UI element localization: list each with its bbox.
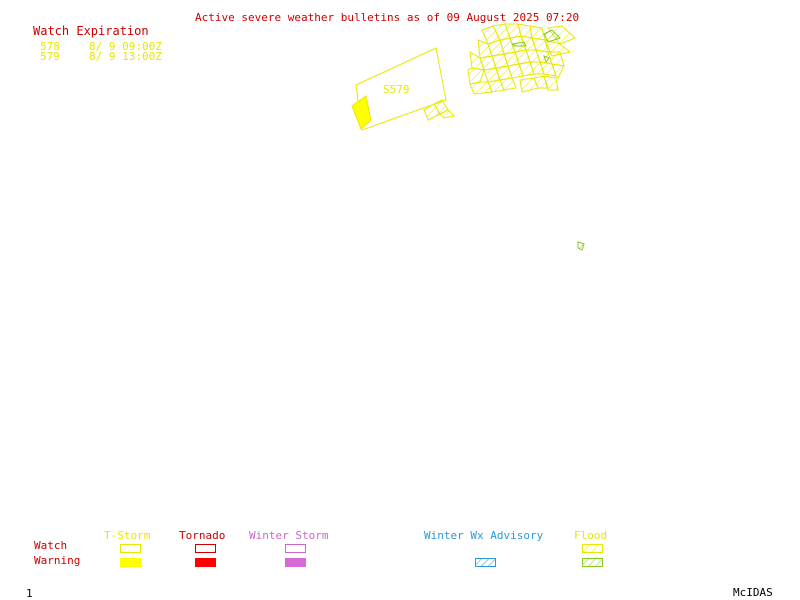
watch-box-label: S579 (383, 83, 410, 96)
winter-wx-advisory-swatch (475, 558, 496, 567)
legend-flood-label: Flood (574, 529, 608, 542)
watch-expiration-heading: Watch Expiration (33, 24, 149, 38)
legend-tstorm-label: T-Storm (104, 529, 151, 542)
tornado-watch-swatch (195, 544, 216, 553)
tstorm-watch-swatch (120, 544, 141, 553)
watch-expiration-id: 578 (40, 40, 60, 53)
legend-row-warning: Warning (34, 554, 81, 567)
legend-row-watch: Watch (34, 539, 68, 552)
watch-expiration-time: 8/ 9 09:00Z (89, 40, 162, 53)
flood-warning-swatch (582, 558, 603, 567)
tstorm-warning-polygon[interactable] (351, 95, 372, 130)
winter-storm-warning-swatch (285, 558, 306, 567)
bulletin-title: Active severe weather bulletins as of 09… (195, 11, 580, 24)
legend-tornado-label: Tornado (179, 529, 226, 542)
flood-watch-swatch (582, 544, 603, 553)
winter-storm-watch-swatch (285, 544, 306, 553)
tstorm-warning-swatch (120, 558, 141, 567)
frame-number: 1 (26, 587, 33, 600)
legend-winter-wx-advisory-label: Winter Wx Advisory (424, 529, 544, 542)
flood-warning-area[interactable] (510, 29, 585, 251)
flood-watch-area[interactable] (423, 23, 576, 121)
app-label: McIDAS (733, 586, 773, 599)
watch-expiration-time: 8/ 9 13:00Z (89, 50, 162, 63)
watch-expiration-id: 579 (40, 50, 60, 63)
tornado-warning-swatch (195, 558, 216, 567)
legend-winter-storm-label: Winter Storm (249, 529, 329, 542)
